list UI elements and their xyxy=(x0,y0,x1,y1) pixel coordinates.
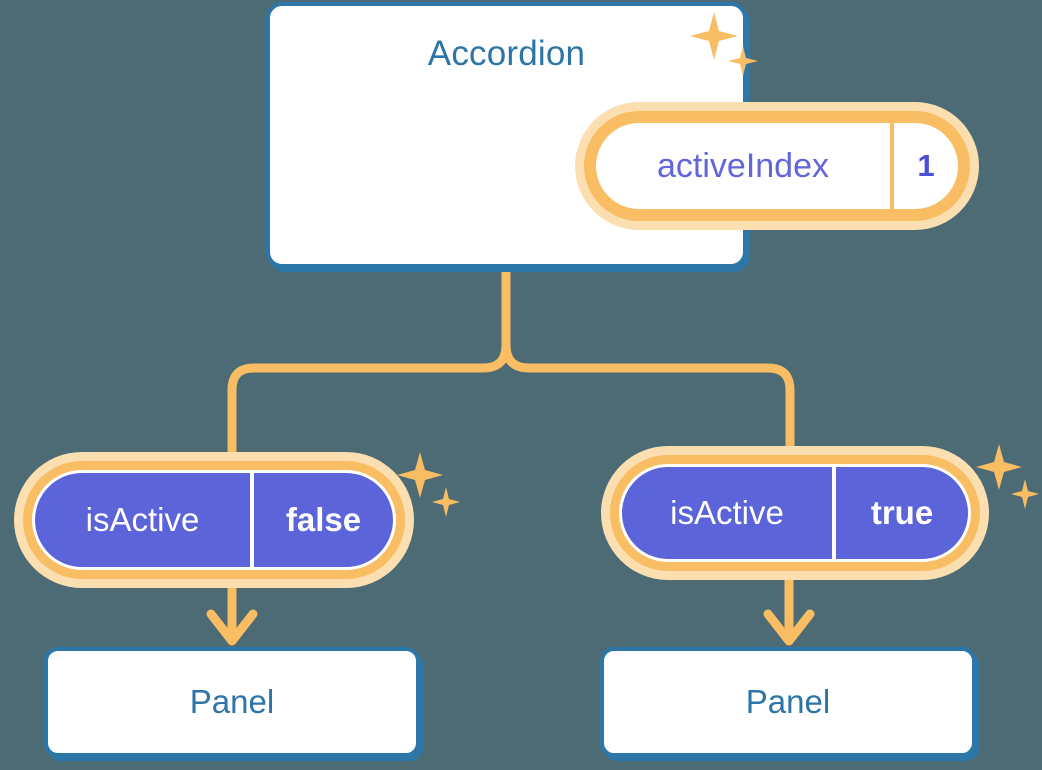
panel-title: Panel xyxy=(189,683,275,720)
state-key-label: isActive xyxy=(85,501,200,538)
state-pill-isactive-true[interactable]: isActive true xyxy=(601,446,989,580)
pill-body: activeIndex 1 xyxy=(596,123,958,209)
pill-body: isActive true xyxy=(619,464,971,562)
state-value-label: false xyxy=(250,473,393,567)
panel-component-card-left[interactable]: Panel xyxy=(44,647,420,757)
branch-connector-right-icon xyxy=(501,265,795,457)
state-value-label: 1 xyxy=(890,123,958,209)
state-pill-isactive-false[interactable]: isActive false xyxy=(14,452,414,588)
state-key-label: isActive xyxy=(670,494,784,531)
state-pill-activeindex[interactable]: activeIndex 1 xyxy=(575,102,979,230)
page-title: Accordion xyxy=(427,34,586,73)
panel-title: Panel xyxy=(745,683,831,720)
sparkle-four-point-small-icon xyxy=(1011,479,1039,509)
state-value-label: true xyxy=(832,467,968,559)
state-key-label: activeIndex xyxy=(657,146,829,185)
panel-component-card-right[interactable]: Panel xyxy=(600,647,976,757)
sparkle-four-point-large-icon xyxy=(976,444,1022,490)
accordion-component-card[interactable]: Accordion activeIndex 1 xyxy=(266,2,979,268)
branch-connector-left-icon xyxy=(227,265,511,463)
pill-body: isActive false xyxy=(32,470,396,570)
arrow-down-icon-left xyxy=(206,609,258,646)
arrow-down-icon-right xyxy=(763,609,815,646)
sparkle-four-point-small-icon xyxy=(432,487,460,517)
